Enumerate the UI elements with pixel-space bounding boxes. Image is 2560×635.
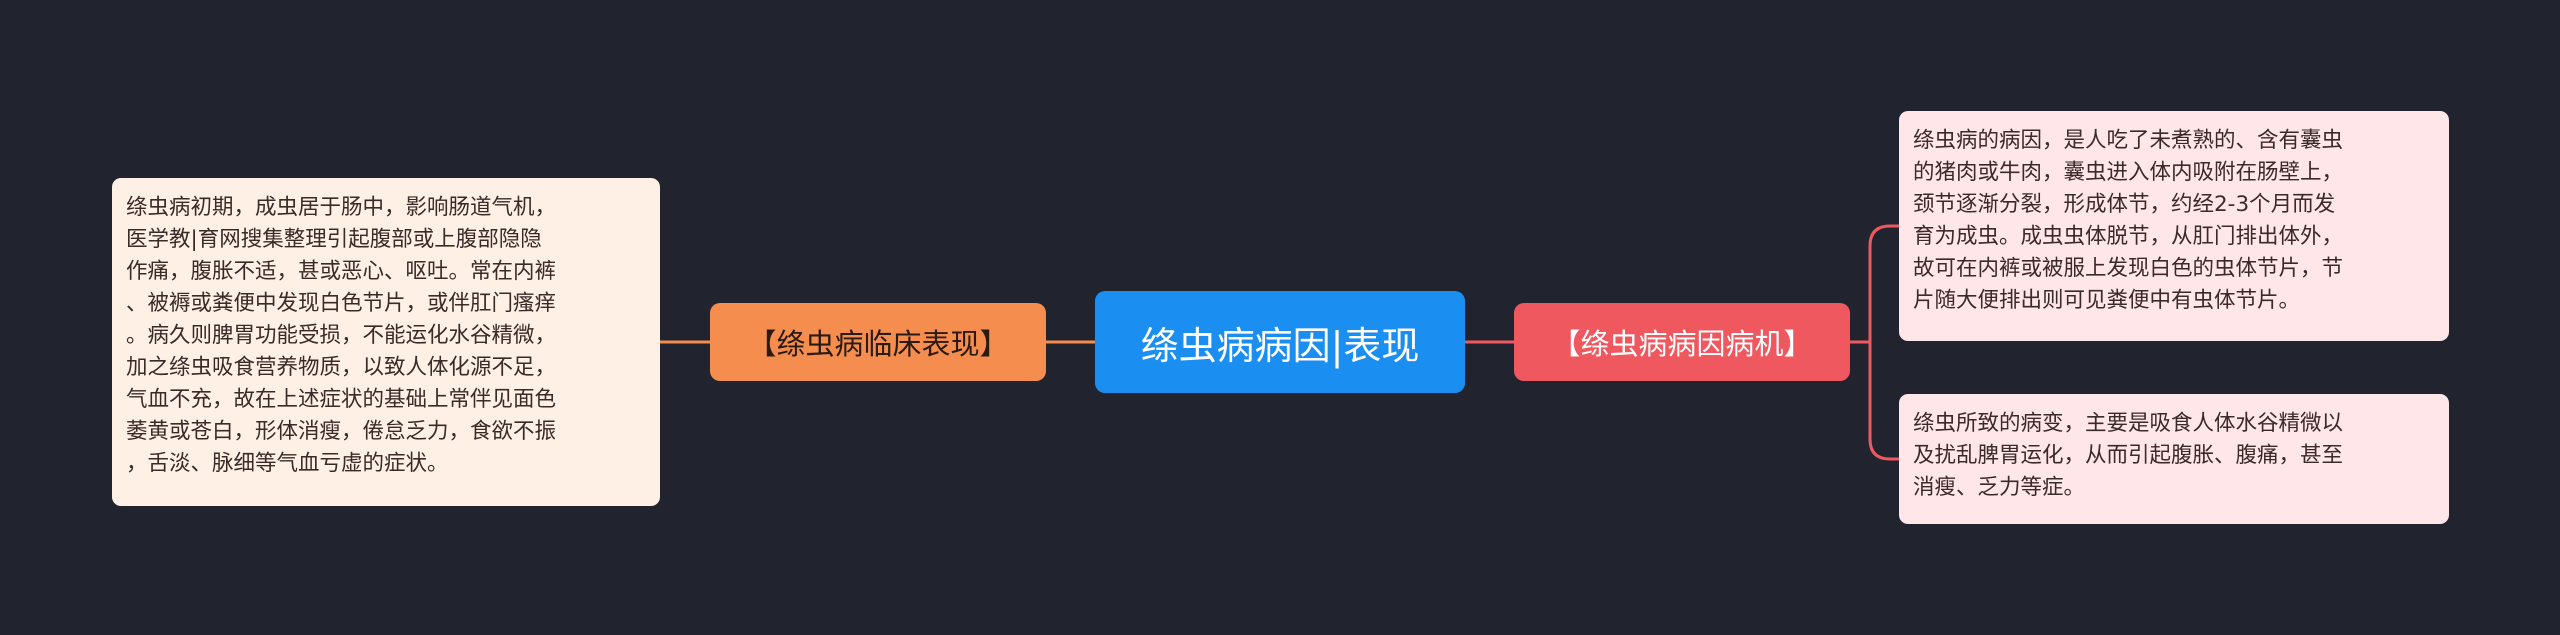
branch-label-clinical-manifestation: 【绦虫病临床表现】 <box>747 327 1009 361</box>
leaf-text-line: 的猪肉或牛肉，囊虫进入体内吸附在肠壁上， <box>1913 160 2344 185</box>
leaf-text-line: 颈节逐渐分裂，形成体节，约经2-3个月而发 <box>1913 192 2336 217</box>
leaf-pathogenesis[interactable]: 绦虫所致的病变，主要是吸食人体水谷精微以 及扰乱脾胃运化，从而引起腹胀、腹痛，甚… <box>1899 394 2449 524</box>
branch-node-etiology-pathogenesis[interactable]: 【绦虫病病因病机】 <box>1514 303 1850 381</box>
leaf-text-line: 加之绦虫吸食营养物质，以致人体化源不足， <box>126 355 557 380</box>
leaf-text-line: 绦虫病初期，成虫居于肠中，影响肠道气机， <box>126 195 557 220</box>
center-node[interactable]: 绦虫病病因|表现 <box>1095 291 1465 393</box>
leaf-text-line: 片随大便排出则可见粪便中有虫体节片。 <box>1913 288 2301 313</box>
leaf-text-line: 萎黄或苍白，形体消瘦，倦怠乏力，食欲不振 <box>126 419 557 444</box>
leaf-text-line: 医学教|育网搜集整理引起腹部或上腹部隐隐 <box>126 227 542 252</box>
branch-node-clinical-manifestation[interactable]: 【绦虫病临床表现】 <box>710 303 1046 381</box>
leaf-text-line: 作痛，腹胀不适，甚或恶心、呕吐。常在内裤 <box>126 259 557 284</box>
leaf-text-line: 绦虫病的病因，是人吃了未煮熟的、含有囊虫 <box>1913 128 2344 153</box>
connector-right-leaf-1 <box>1850 224 1899 344</box>
leaf-text-line: ，舌淡、脉细等气血亏虚的症状。 <box>126 451 449 476</box>
leaf-text-line: 消瘦、乏力等症。 <box>1913 475 2086 500</box>
leaf-text-line: 。病久则脾胃功能受损，不能运化水谷精微， <box>126 323 557 348</box>
center-node-label: 绦虫病病因|表现 <box>1140 323 1420 368</box>
leaf-text-line: 、被褥或粪便中发现白色节片，或伴肛门瘙痒 <box>126 291 557 316</box>
connector-right-leaf-2 <box>1850 340 1899 461</box>
leaf-text-line: 故可在内裤或被服上发现白色的虫体节片，节 <box>1913 256 2344 281</box>
leaf-text-line: 育为成虫。成虫虫体脱节，从肛门排出体外， <box>1913 224 2344 249</box>
leaf-text-line: 及扰乱脾胃运化，从而引起腹胀、腹痛，甚至 <box>1913 443 2344 468</box>
branch-label-etiology-pathogenesis: 【绦虫病病因病机】 <box>1551 327 1813 361</box>
leaf-text-line: 绦虫所致的病变，主要是吸食人体水谷精微以 <box>1913 411 2344 436</box>
leaf-text-line: 气血不充，故在上述症状的基础上常伴见面色 <box>126 387 557 412</box>
leaf-etiology[interactable]: 绦虫病的病因，是人吃了未煮熟的、含有囊虫 的猪肉或牛肉，囊虫进入体内吸附在肠壁上… <box>1899 111 2449 341</box>
leaf-clinical-manifestation[interactable]: 绦虫病初期，成虫居于肠中，影响肠道气机， 医学教|育网搜集整理引起腹部或上腹部隐… <box>112 178 660 506</box>
